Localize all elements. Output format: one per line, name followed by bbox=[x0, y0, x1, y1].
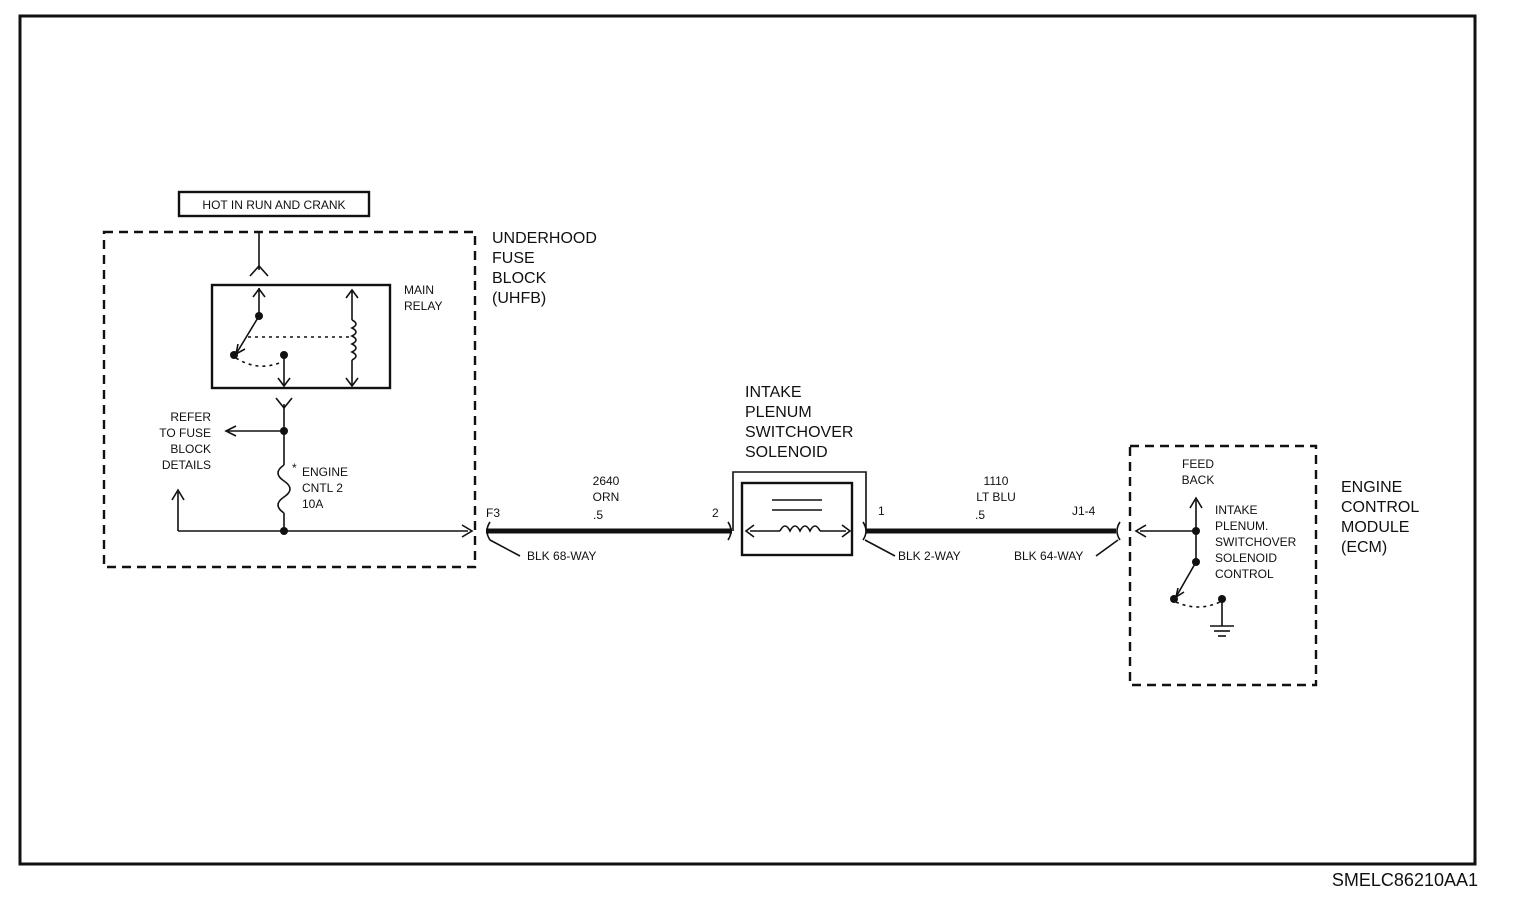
refer-label-line: REFER bbox=[170, 410, 211, 424]
main-relay-label: MAIN RELAY bbox=[404, 283, 442, 313]
control-label-line: SOLENOID bbox=[1215, 551, 1277, 565]
solenoid-pin-1-label: 1 bbox=[878, 504, 885, 518]
hot-in-run-label-box: HOT IN RUN AND CRANK bbox=[177, 190, 371, 218]
feedback-label-line: BACK bbox=[1182, 473, 1215, 487]
circuit-number: 2640 bbox=[593, 474, 620, 488]
wire-gauge: .5 bbox=[975, 508, 985, 522]
hot-feed-wire bbox=[249, 232, 269, 277]
relay-label-line: RELAY bbox=[404, 299, 442, 313]
ecm-internal-circuit bbox=[1134, 496, 1234, 637]
wire-color: LT BLU bbox=[976, 490, 1016, 504]
ecm-feedback-label: FEED BACK bbox=[1182, 457, 1215, 487]
ecm-title: ENGINE CONTROL MODULE (ECM) bbox=[1341, 479, 1419, 556]
fuse-label: * ENGINE CNTL 2 10A bbox=[292, 461, 348, 511]
circuit-number: 1110 bbox=[984, 474, 1009, 488]
refer-label-line: BLOCK bbox=[170, 442, 211, 456]
solenoid-pin-2-label: 2 bbox=[712, 506, 719, 520]
wire-color: ORN bbox=[593, 490, 620, 504]
solenoid-title: INTAKE PLENUM SWITCHOVER SOLENOID bbox=[745, 384, 853, 461]
ecm-boundary bbox=[1128, 444, 1318, 687]
fuse-asterisk: * bbox=[292, 461, 297, 475]
wire-gauge: .5 bbox=[593, 508, 603, 522]
solenoid-component bbox=[732, 471, 867, 557]
uhfb-title: UNDERHOOD FUSE BLOCK (UHFB) bbox=[492, 230, 597, 307]
uhfb-boundary bbox=[102, 230, 477, 569]
feedback-label-line: FEED bbox=[1182, 457, 1214, 471]
solenoid-title-line: SWITCHOVER bbox=[745, 424, 853, 441]
control-label-line: INTAKE bbox=[1215, 503, 1257, 517]
refer-label-line: DETAILS bbox=[162, 458, 211, 472]
pin-j1-4-label: J1-4 bbox=[1072, 504, 1096, 518]
solenoid-title-line: PLENUM bbox=[745, 404, 812, 421]
hot-in-run-label: HOT IN RUN AND CRANK bbox=[202, 198, 345, 212]
ecm-title-line: MODULE bbox=[1341, 519, 1409, 536]
control-label-line: PLENUM. bbox=[1215, 519, 1268, 533]
wire-2640 bbox=[486, 521, 732, 557]
ecm-title-line: ENGINE bbox=[1341, 479, 1402, 496]
fuse-label-line: ENGINE bbox=[302, 465, 348, 479]
connector-label: BLK 68-WAY bbox=[527, 549, 596, 563]
connector-label: BLK 64-WAY bbox=[1014, 549, 1083, 563]
diagram-reference-code: SMELC86210AA1 bbox=[1332, 870, 1478, 890]
main-relay bbox=[210, 283, 392, 390]
solenoid-title-line: SOLENOID bbox=[745, 444, 828, 461]
fuse-label-line: 10A bbox=[302, 497, 323, 511]
connector-label: BLK 2-WAY bbox=[898, 549, 961, 563]
ecm-control-label: INTAKE PLENUM. SWITCHOVER SOLENOID CONTR… bbox=[1215, 503, 1297, 581]
uhfb-title-line: (UHFB) bbox=[492, 290, 546, 307]
control-label-line: SWITCHOVER bbox=[1215, 535, 1297, 549]
diagram-frame bbox=[18, 14, 1477, 866]
control-label-line: CONTROL bbox=[1215, 567, 1274, 581]
ecm-title-line: CONTROL bbox=[1341, 499, 1419, 516]
solenoid-title-line: INTAKE bbox=[745, 384, 802, 401]
fuse-circuit bbox=[171, 397, 474, 538]
uhfb-title-line: BLOCK bbox=[492, 270, 547, 287]
refer-label-line: TO FUSE bbox=[159, 426, 211, 440]
uhfb-title-line: FUSE bbox=[492, 250, 535, 267]
refer-fuse-label: REFER TO FUSE BLOCK DETAILS bbox=[159, 410, 211, 472]
pin-f3-label: F3 bbox=[486, 506, 500, 520]
wire-1110 bbox=[862, 521, 1121, 557]
relay-label-line: MAIN bbox=[404, 283, 434, 297]
uhfb-title-line: UNDERHOOD bbox=[492, 230, 597, 247]
ecm-title-line: (ECM) bbox=[1341, 539, 1387, 556]
fuse-label-line: CNTL 2 bbox=[302, 481, 343, 495]
